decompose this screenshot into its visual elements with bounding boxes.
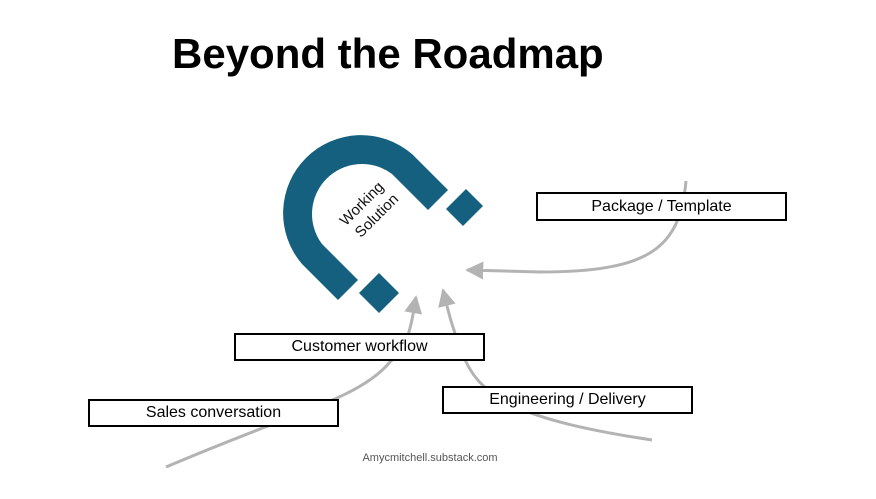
customer-workflow-box: Customer workflow	[234, 333, 485, 361]
package-template-box: Package / Template	[536, 192, 787, 221]
horseshoe-magnet-icon	[283, 135, 483, 313]
arrow-engineering	[438, 288, 653, 442]
magnet-label: Working Solution	[337, 176, 404, 243]
footer-credit: Amycmitchell.substack.com	[362, 452, 498, 464]
engineering-delivery-box: Engineering / Delivery	[442, 386, 693, 414]
slide-title: Beyond the Roadmap	[172, 30, 604, 77]
arrow-sales	[165, 295, 423, 469]
sales-conversation-box: Sales conversation	[88, 399, 339, 427]
